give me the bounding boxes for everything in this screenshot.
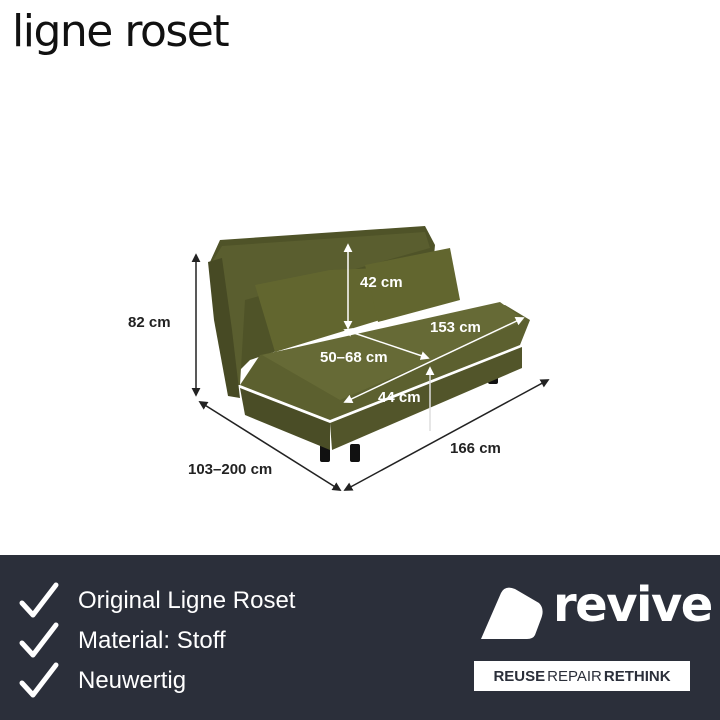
footer-banner: Original Ligne Roset Material: Stoff Neu… [0,555,720,720]
checkmark-icon [19,662,59,698]
label-depth: 103–200 cm [188,461,272,478]
revive-wordmark: revive [553,577,713,633]
tagline-rethink: RETHINK [603,667,671,685]
label-seat-height: 44 cm [378,389,421,406]
depth-line [198,401,342,491]
label-width: 166 cm [450,440,501,457]
checkmark-icon [19,582,59,618]
revive-shape-icon [481,587,543,639]
tagline-repair: REPAIR [547,667,602,685]
feature-label: Material: Stoff [78,627,226,654]
label-seat-width: 153 cm [430,319,481,336]
label-height: 82 cm [128,314,171,331]
feature-item: Material: Stoff [18,621,226,661]
seat-depth-line [343,328,430,360]
label-backrest: 42 cm [360,274,403,291]
feature-label: Original Ligne Roset [78,587,296,614]
label-seat-depth: 50–68 cm [320,349,388,366]
sofa-image [208,226,530,462]
revive-tagline: REUSE REPAIR RETHINK [474,661,690,691]
revive-logo: revive [475,577,713,645]
product-diagram: 82 cm 103–200 cm 166 cm 42 cm 153 cm 50–… [128,226,550,491]
sofa-leg [350,444,360,462]
checkmark-icon [19,622,59,658]
seat-width-line [343,317,525,403]
tagline-reuse: REUSE [493,667,546,685]
feature-item: Neuwertig [18,661,186,701]
brand-logo-text: ligne roset [12,6,230,57]
feature-item: Original Ligne Roset [18,581,295,621]
feature-label: Neuwertig [78,667,187,694]
